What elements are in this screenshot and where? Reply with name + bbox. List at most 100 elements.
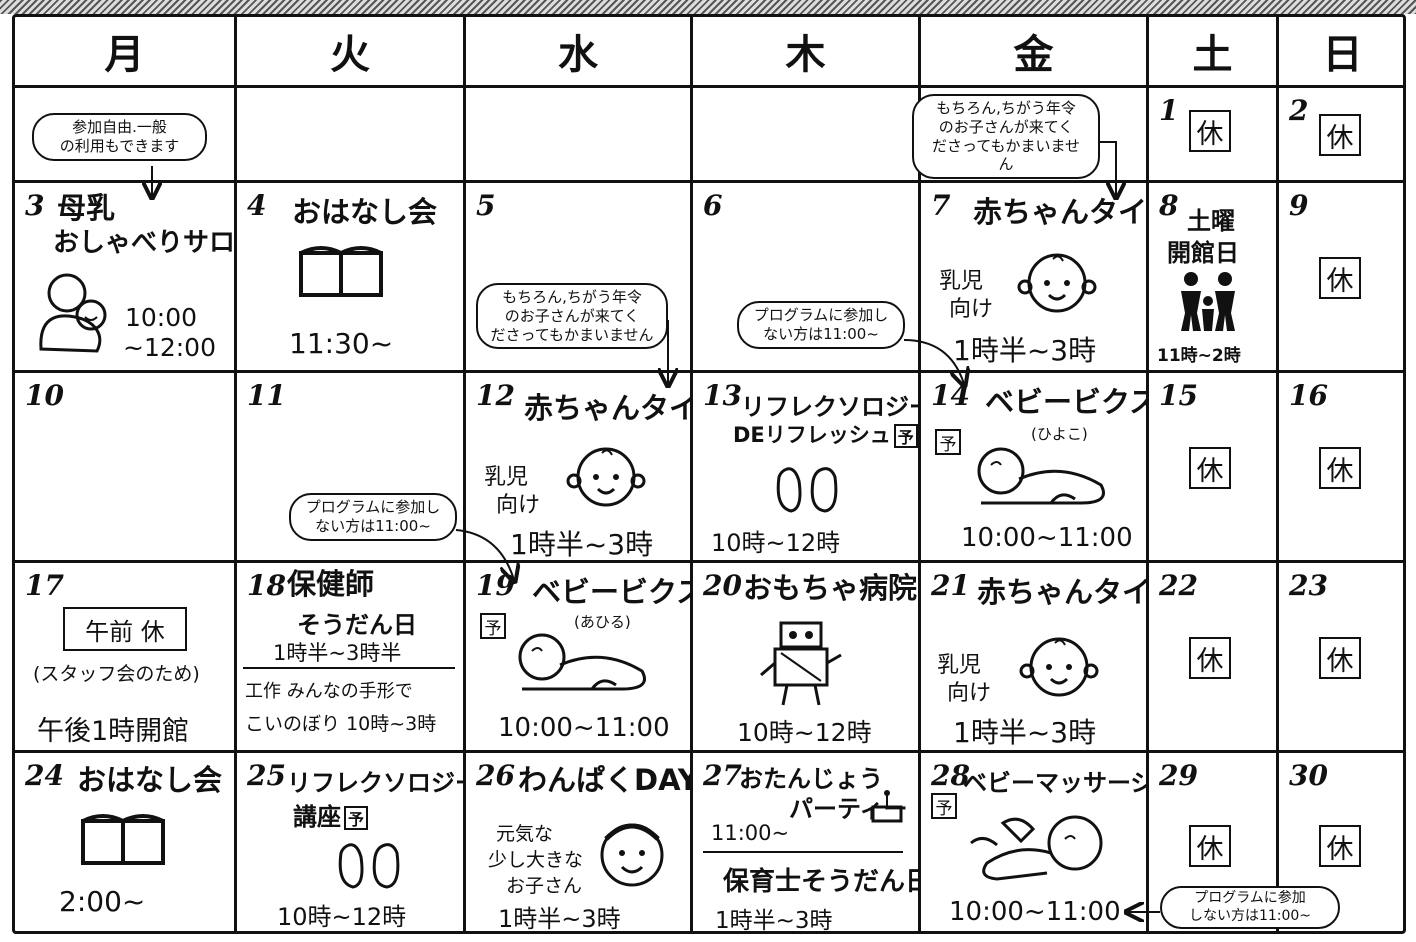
day-number: 3 [25,189,45,222]
callout-line: ない方は11:00~ [763,324,879,343]
day-cell: 20 おもちゃ病院 10時~12時 [693,563,918,750]
reservation-mark: 予 [931,793,957,819]
closed-mark: 休 [1319,447,1361,489]
day-number: 1 [1159,94,1179,127]
event-time: 10時~12時 [711,529,841,557]
family-icon [1181,272,1235,331]
callout-line: ださってもかまいません [490,325,654,344]
reservation-mark: 予 [480,613,506,639]
event-title: ベビーマッサージ [963,769,1146,797]
header-sun: 日 [1322,31,1363,78]
grid-line [234,14,237,934]
event-label: お子さん [506,875,583,897]
closed-mark: 休 [1319,825,1361,867]
crawling-baby-icon [977,447,1105,505]
event-title: 赤ちゃんタイム [977,575,1146,609]
event-title: 保育士そうだん日 [723,867,918,897]
closed-mark: 休 [1319,114,1361,156]
day-cell: 15 休 [1149,373,1276,560]
event-time: 1時半~3時 [953,334,1097,367]
event-time: 1時半~3時 [510,528,654,560]
day-number: 25 [247,759,286,792]
day-number: 2 [1289,94,1309,127]
day-number: 24 [25,759,64,792]
header-fri: 金 [1013,31,1054,78]
event-time: 10:00~11:00 [498,713,670,743]
day-number: 29 [1159,759,1198,792]
closed-mark: 休 [1189,637,1231,679]
event-title: 母乳 [57,191,116,225]
event-title: ベビービクス [985,385,1146,419]
day-cell: 27 おたんじょう パーティー 11:00~ 保育士そうだん日 1時半~3時 [693,753,918,931]
day-cell: 28 ベビーマッサージ 予 10:00~11:00 [921,753,1146,931]
grid-line [12,180,1406,183]
callout-non-participants: プログラムに参加し ない方は11:00~ [289,493,457,541]
event-label: 元気な [496,823,554,845]
event-time: 11:00~ [711,821,790,845]
header-sat: 土 [1192,31,1233,78]
day-cell: 30 休 [1279,753,1406,931]
child-face-icon [600,823,664,887]
day-cell: 1 休 [1149,88,1276,180]
day-cell: 11 プログラムに参加し ない方は11:00~ [237,373,463,560]
day-number: 26 [476,759,515,792]
callout-line: のお子さんが来てく [938,117,1074,136]
day-number: 28 [931,759,970,792]
callout-line: 参加自由.一般 [72,118,167,136]
callout-line: プログラムに参加 [1194,890,1306,906]
closed-mark: 休 [1189,825,1231,867]
event-time: 2:00~ [59,885,146,918]
grid-line [12,370,1406,373]
divider [703,851,903,853]
event-title: 講座予 [293,797,368,832]
grid-line [12,750,1406,753]
event-title: おもちゃ病院 [743,571,918,605]
day-number: 11 [247,379,286,412]
event-title: 赤ちゃんタイム [973,195,1146,229]
event-time: 1時半~3時 [498,905,621,931]
event-time: 午後1時開館 [37,716,190,747]
crawling-baby-icon [518,633,646,691]
book-icon [299,246,383,297]
day-number: 4 [247,189,267,222]
day-number: 12 [476,379,515,412]
day-number: 15 [1159,379,1198,412]
day-number: 14 [931,379,970,412]
event-time: 10:00 [125,303,198,332]
event-time: ~12:00 [123,333,216,362]
event-title: リフレクソロジー [741,393,918,421]
day-cell: 29 休 [1149,753,1276,931]
event-time: 10:00~11:00 [961,523,1133,553]
grid-line [1146,14,1149,934]
event-title: おはなし会 [77,763,223,797]
day-cell: 12 赤ちゃんタイム 乳児 向け 1時半~3時 [466,373,690,560]
event-label: 工作 みんなの手形で [245,681,413,702]
event-note: (スタッフ会のため) [33,663,200,685]
divider [243,667,455,669]
day-cell: 7 赤ちゃんタイム 乳児 向け 1時半~3時 [921,183,1146,370]
event-label: 乳児 [937,653,982,678]
baby-face-icon [1017,253,1097,313]
callout-line: もちろん,ちがう年令 [936,99,1076,117]
event-label: こいのぼり 10時~3時 [245,709,436,736]
day-cell: 26 わんぱくDAY 元気な 少し大きな お子さん 1時半~3時 [466,753,690,931]
grid-line [12,85,1406,88]
callout-any-age: もちろん,ちがう年令 のお子さんが来てく ださってもかまいません [476,283,668,350]
day-number: 10 [25,379,64,412]
day-number: 7 [931,189,951,222]
grid-line [690,14,693,934]
day-number: 5 [476,189,496,222]
day-number: 17 [25,569,64,602]
day-cell: 24 おはなし会 2:00~ [15,753,234,931]
grid-line [1276,14,1279,934]
day-cell: 2 休 [1279,88,1406,180]
event-title: ベビービクス [532,575,690,609]
decorative-top-band [0,0,1416,14]
event-time: 10時~12時 [277,903,407,931]
callout-line: の利用もできます [59,136,180,155]
header-wed: 水 [558,31,598,78]
day-number: 27 [703,759,742,792]
callout-line: もちろん,ちがう年令 [502,288,642,306]
footprints-icon [338,843,400,889]
